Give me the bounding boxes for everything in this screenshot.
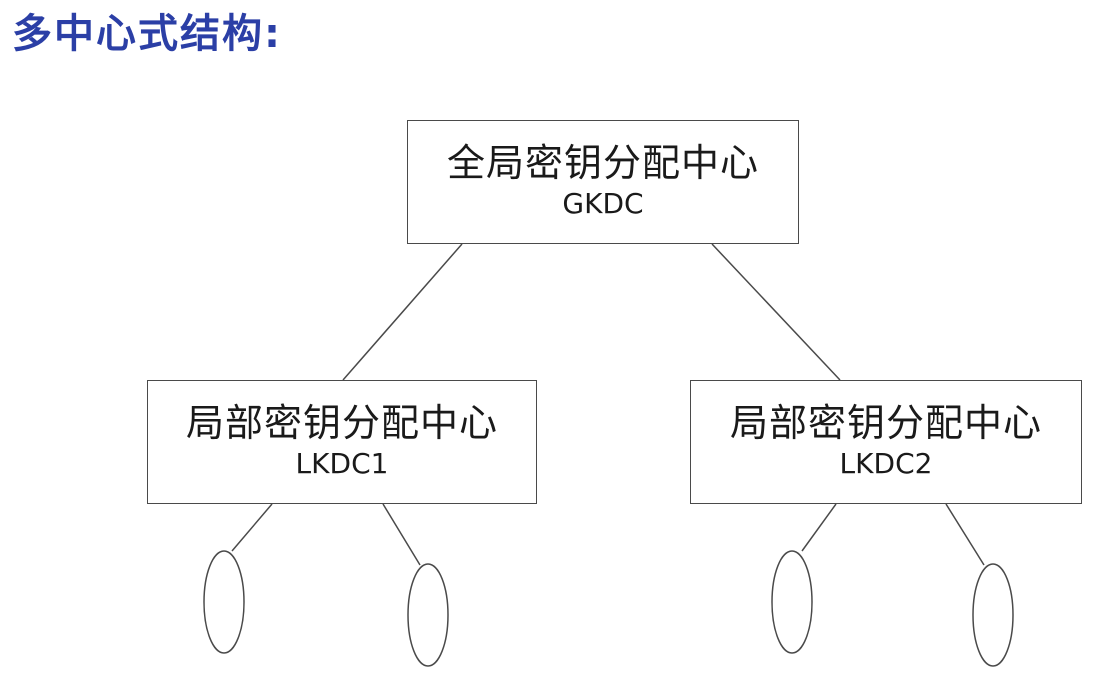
lkdc1-code: LKDC1 — [295, 446, 389, 480]
edge-lkdc1-leaf2 — [382, 503, 421, 566]
gkdc-code: GKDC — [562, 186, 644, 220]
edge-lkdc2-leaf3 — [801, 503, 837, 552]
leaf-node-1 — [203, 550, 245, 654]
leaf-node-4 — [972, 563, 1014, 667]
lkdc2-code: LKDC2 — [839, 446, 933, 480]
gkdc-node: 全局密钥分配中心 GKDC — [407, 120, 799, 244]
gkdc-name: 全局密钥分配中心 — [446, 140, 759, 185]
edge-lkdc2-leaf4 — [945, 503, 985, 566]
lkdc2-name: 局部密钥分配中心 — [729, 400, 1042, 445]
leaf-node-2 — [407, 563, 449, 667]
edge-gkdc-lkdc1 — [342, 243, 463, 381]
lkdc1-node: 局部密钥分配中心 LKDC1 — [147, 380, 537, 504]
leaf-node-3 — [771, 550, 813, 654]
page-title: 多中心式结构: — [12, 11, 282, 57]
lkdc2-node: 局部密钥分配中心 LKDC2 — [690, 380, 1082, 504]
edge-lkdc1-leaf1 — [231, 503, 273, 552]
lkdc1-name: 局部密钥分配中心 — [185, 400, 498, 445]
edge-gkdc-lkdc2 — [711, 243, 841, 381]
